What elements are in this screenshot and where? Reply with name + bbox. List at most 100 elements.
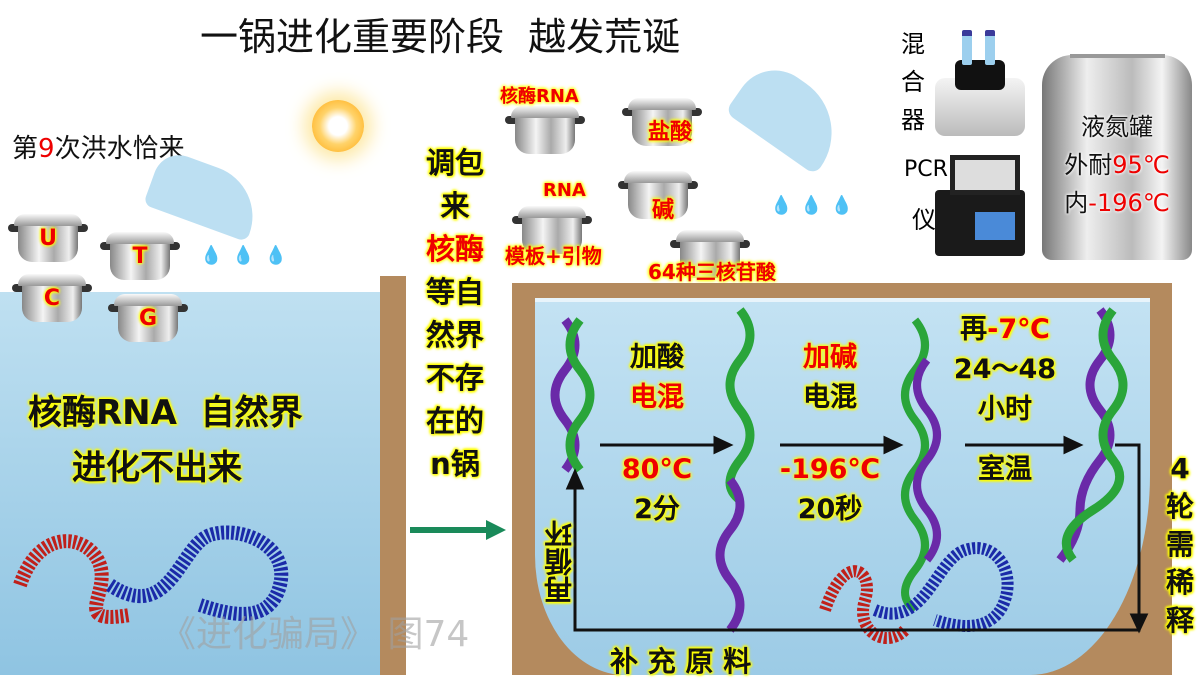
ribozyme-caption-2: 进化不出来 — [72, 448, 242, 488]
step3-temp: -7℃ — [987, 314, 1050, 345]
ribozyme-red — [819, 565, 910, 644]
test-tube-icon — [962, 30, 972, 65]
ingredient-ribozyme: 核酶RNA — [500, 86, 579, 107]
pot-hcl — [622, 92, 702, 148]
pcr-label-2: 仪 — [912, 206, 936, 234]
ribozyme-blue — [872, 542, 1014, 632]
substitution-column: 调包 来 核酶 等自 然界 不存 在的 n锅 — [415, 142, 495, 486]
mixer-label-char: 混 — [901, 30, 925, 58]
pot-nucleotides — [670, 224, 750, 280]
single-strand-purple — [715, 477, 745, 633]
pot-label: U — [39, 226, 57, 251]
step1-text: 加酸 电混 — [612, 338, 702, 418]
col-line: 不存 — [425, 361, 484, 395]
dilution-label: 4 轮 需 稀 释 — [1160, 450, 1200, 640]
mixer-label: 混 合 器 — [898, 25, 928, 139]
pot-label: T — [132, 244, 148, 269]
pot-base — [618, 165, 698, 221]
tank-valves — [1070, 40, 1165, 58]
mixer-label-char: 合 — [901, 68, 925, 96]
water-drops-icon-2: 💧💧💧 — [770, 195, 862, 216]
col-line-ribozyme: 核酶 — [425, 232, 484, 266]
ingredient-base: 碱 — [652, 198, 675, 223]
col-line: 然界 — [425, 318, 484, 352]
step2-temp: -196℃ — [779, 454, 881, 485]
watermark: 《进化骗局》 图74 — [160, 614, 470, 655]
pot-template — [512, 200, 592, 256]
arrow-step2 — [780, 435, 904, 455]
flood-water-icon-2 — [724, 54, 856, 176]
arrow-step3 — [965, 435, 1084, 455]
page-title: 一锅进化重要阶段 越发荒诞 — [200, 15, 681, 59]
pcr-lid — [950, 155, 1020, 195]
pot-label: C — [43, 286, 61, 311]
tank-inner: 内-196℃ — [1042, 184, 1192, 222]
ribozyme-blue — [106, 525, 289, 621]
loop-arrow — [565, 443, 1149, 634]
flood-caption: 第9次洪水恰来 — [12, 128, 185, 165]
ingredient-rna: RNA — [543, 180, 586, 201]
col-line: 调包 — [425, 146, 484, 180]
recycle-label: 再循环 — [543, 520, 576, 604]
step2-line2: 电混 — [803, 382, 857, 413]
tank-inner-prefix: 内 — [1064, 189, 1089, 217]
ingredient-hcl: 盐酸 — [648, 120, 693, 145]
arrow-step1 — [600, 435, 734, 455]
step2-line1: 加碱 — [803, 342, 857, 373]
tank-outer-prefix: 外耐 — [1064, 151, 1113, 179]
tank-name: 液氮罐 — [1081, 113, 1153, 141]
pot-g: G — [108, 288, 188, 344]
col-line: 等自 — [425, 275, 484, 309]
step3-condition: 室温 — [978, 454, 1032, 485]
step2-text: 加碱 电混 — [785, 338, 875, 418]
dilution-char: 释 — [1165, 604, 1194, 637]
ribozyme-structure-left — [13, 525, 289, 624]
replenish-label: 补 充 原 料 — [610, 645, 752, 678]
step3-unit: 小时 — [978, 394, 1032, 425]
col-line: 来 — [440, 189, 470, 223]
pcr-screen — [975, 212, 1015, 240]
single-strand-green — [725, 307, 755, 504]
water-drops-icon: 💧💧💧 — [200, 245, 298, 266]
left-pot-wall — [380, 276, 406, 675]
step2-time: 20秒 — [797, 494, 863, 525]
flood-number: 9 — [38, 134, 55, 164]
step1-time: 2分 — [634, 494, 680, 525]
green-arrow-icon — [410, 520, 506, 540]
step3-text: 再-7℃ 24～48 小时 — [945, 310, 1065, 430]
step1-line2: 电混 — [630, 382, 684, 413]
dna-strands — [550, 307, 1149, 644]
pot-u: U — [8, 208, 88, 264]
step1-conditions: 80℃ 2分 — [612, 450, 702, 530]
dilution-char: 4 — [1170, 452, 1190, 485]
mixer-holder — [955, 60, 1005, 90]
pot-c: C — [12, 268, 92, 324]
ribozyme-red — [13, 534, 132, 624]
mixer-label-char: 器 — [901, 106, 925, 134]
pcr-label-1: PCR — [904, 157, 948, 182]
tank-inner-temp: -196℃ — [1088, 189, 1170, 217]
dilution-char: 稀 — [1165, 566, 1194, 599]
double-helix-1 — [550, 317, 595, 473]
step1-line1: 加酸 — [630, 342, 684, 373]
col-line: n锅 — [430, 447, 480, 481]
step3-prefix: 再 — [960, 314, 988, 345]
tank-info: 液氮罐 外耐95℃ 内-196℃ — [1042, 108, 1192, 222]
step1-temp: 80℃ — [621, 454, 693, 485]
dilution-char: 轮 — [1165, 490, 1194, 523]
pot-ribozyme — [505, 100, 585, 156]
right-pot-water — [535, 298, 1150, 675]
test-tube-icon — [985, 30, 995, 65]
pot-label: G — [138, 306, 158, 331]
sun-icon — [312, 100, 364, 152]
col-line: 在的 — [425, 404, 484, 438]
tank-outer-temp: 95℃ — [1112, 151, 1170, 179]
flood-prefix: 第 — [12, 134, 39, 164]
step3-duration: 24～48 — [953, 354, 1057, 385]
ingredient-template-primer: 模板+引物 — [505, 244, 602, 268]
pot-t: T — [100, 226, 180, 282]
ingredient-nucleotides: 64种三核苷酸 — [648, 260, 776, 284]
left-water — [0, 292, 392, 675]
liquid-nitrogen-tank — [1042, 55, 1192, 260]
double-helix-2 — [1056, 307, 1128, 563]
